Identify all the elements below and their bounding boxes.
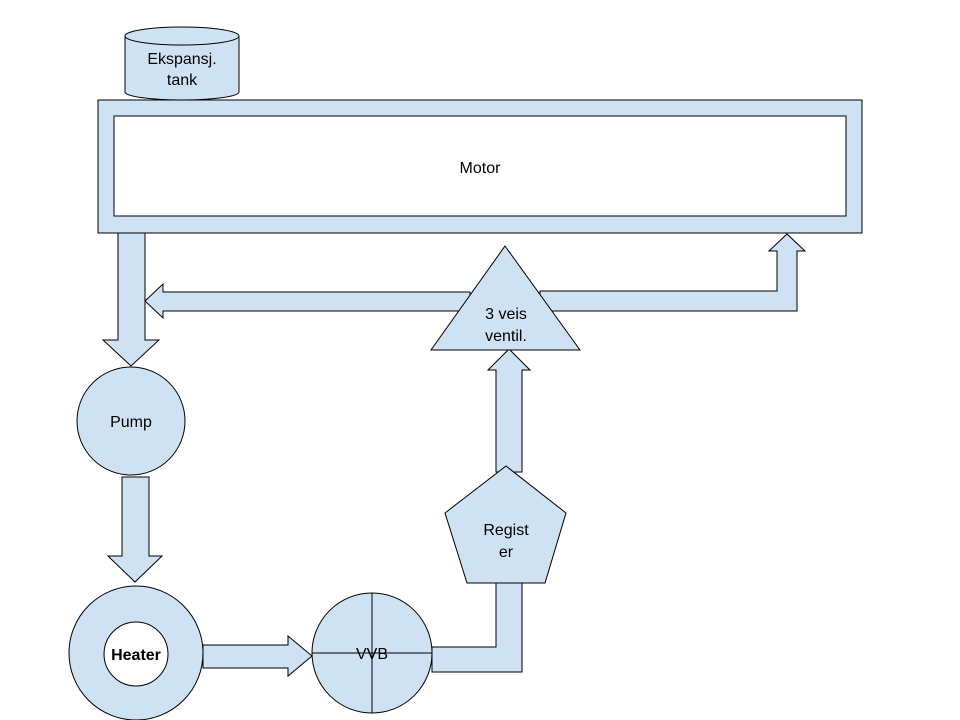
arrow-heater-to-vvb: [202, 634, 313, 678]
vvb-tank: VVB: [311, 592, 433, 714]
arrow-motor-to-pump: [101, 232, 161, 367]
heater: Heater: [68, 585, 204, 720]
expansion-tank: Ekspansj. tank: [124, 26, 240, 101]
pump-label: Pump: [110, 414, 152, 431]
expansion-tank-label-line1: Ekspansj.: [147, 51, 216, 68]
three-way-valve: 3 veis ventil.: [430, 245, 581, 351]
arrow-valve-bypass-left: [144, 282, 471, 320]
arrow-pump-to-heater: [106, 476, 164, 583]
pump: Pump: [76, 366, 186, 476]
expansion-tank-label-line2: tank: [167, 72, 198, 89]
register-label-line1: Regist: [483, 522, 529, 539]
arrow-valve-to-motor: [539, 233, 807, 312]
heater-label: Heater: [111, 647, 161, 664]
arrow-register-to-valve: [486, 348, 532, 473]
motor-block: Motor: [97, 99, 863, 234]
register-label-line2: er: [499, 544, 514, 561]
motor-label: Motor: [460, 160, 502, 177]
valve-label-line1: 3 veis: [485, 306, 527, 323]
register: Regist er: [444, 465, 567, 584]
vvb-label: VVB: [356, 646, 388, 663]
pipe-vvb-to-register: [431, 582, 523, 673]
valve-label-line2: ventil.: [485, 328, 527, 345]
